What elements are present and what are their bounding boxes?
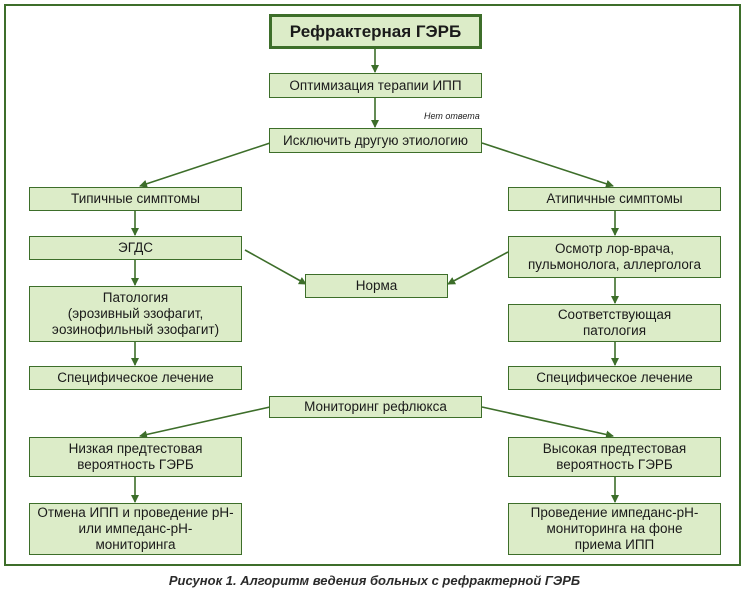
arrow-egds-norm [244,249,307,285]
figure-caption: Рисунок 1. Алгоритм ведения больных с ре… [168,573,581,588]
arrow-monitoring-high [481,406,614,439]
node-monitoring-on-ppi: Проведение импеданс-pH- мониторинга на ф… [508,503,721,555]
node-specific-treatment-left: Специфическое лечение [29,366,242,390]
node-specific-treatment-right: Специфическое лечение [508,366,721,390]
node-cancel-ppi-monitoring: Отмена ИПП и проведение pH- или импеданс… [29,503,242,555]
arrow-monitoring-low [139,406,271,439]
node-reflux-monitoring: Мониторинг рефлюкса [269,396,482,418]
label-no-response: Нет ответа [424,111,480,121]
arrow-exclude-typical [139,142,271,188]
node-refractory-gerd: Рефрактерная ГЭРБ [269,14,482,49]
node-optimize-ppi: Оптимизация терапии ИПП [269,73,482,98]
node-norm: Норма [305,274,448,298]
node-exclude-etiology: Исключить другую этиологию [269,128,482,153]
node-typical-symptoms: Типичные симптомы [29,187,242,211]
node-low-probability: Низкая предтестовая вероятность ГЭРБ [29,437,242,477]
arrow-exclude-atypical [481,142,614,188]
node-egds: ЭГДС [29,236,242,260]
node-atypical-symptoms: Атипичные симптомы [508,187,721,211]
node-ent-exam: Осмотр лор-врача, пульмонолога, аллергол… [508,236,721,278]
node-matching-pathology: Соответствующая патология [508,304,721,342]
node-high-probability: Высокая предтестовая вероятность ГЭРБ [508,437,721,477]
node-pathology: Патология (эрозивный эзофагит, эозинофил… [29,286,242,342]
arrow-ent-norm [447,251,509,285]
